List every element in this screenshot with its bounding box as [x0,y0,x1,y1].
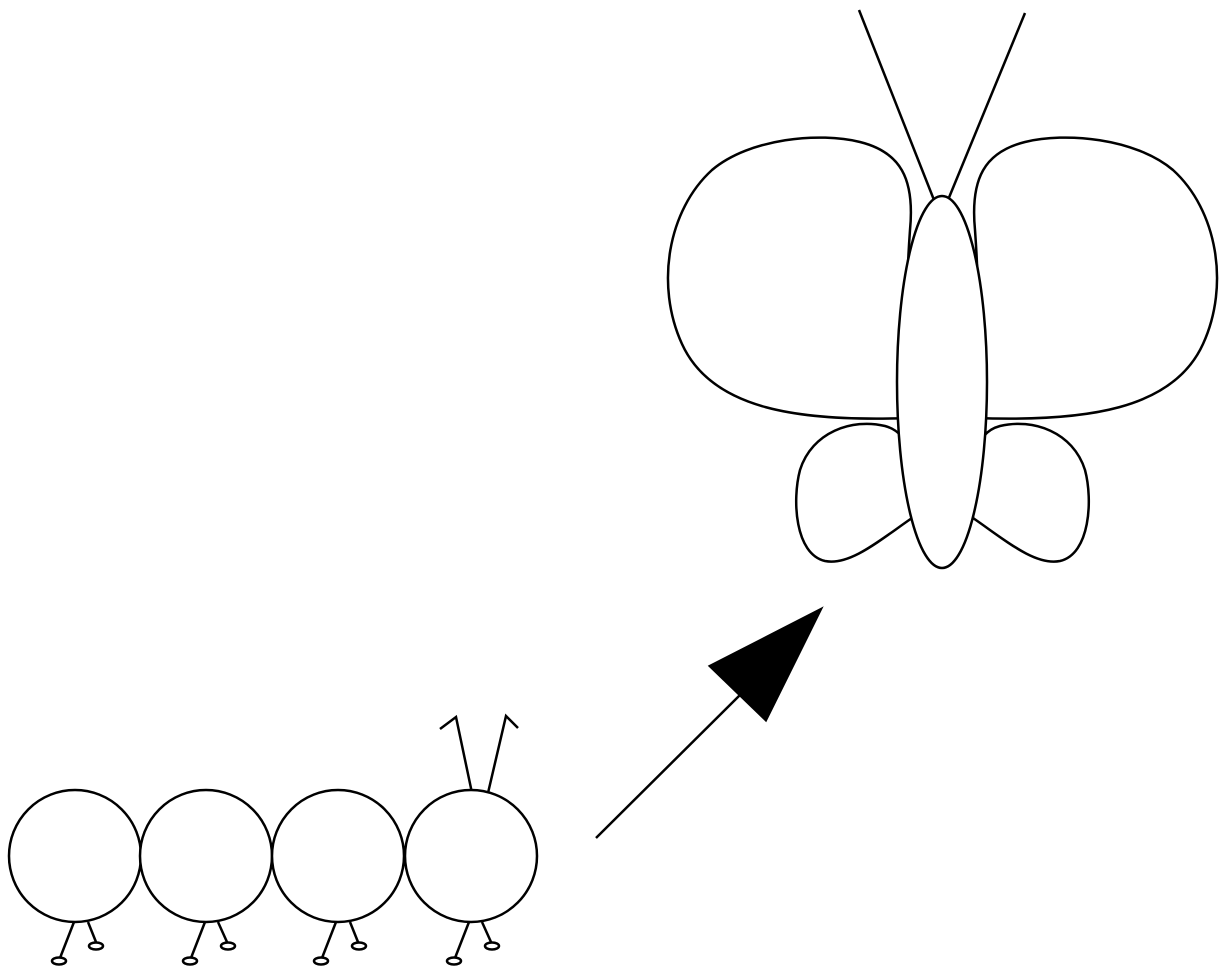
transformation-arrow [595,606,824,839]
caterpillar-leg-pair [312,921,368,966]
caterpillar-leg-pair [181,921,237,966]
caterpillar-legs [50,921,501,966]
caterpillar-segment [138,788,274,924]
butterfly-upper-right-wing [972,136,1219,420]
caterpillar-segment [7,788,143,924]
caterpillar-leg-pair [445,921,501,966]
butterfly [666,9,1219,570]
caterpillar-head [403,788,539,924]
butterfly-lower-right-wing [971,422,1091,563]
butterfly-upper-left-wing [666,136,913,420]
caterpillar [7,713,539,966]
butterfly-body [895,194,989,570]
arrow-shaft [595,692,743,839]
caterpillar-segment [270,788,406,924]
butterfly-antennae [857,9,1027,201]
caterpillar-antennae [439,713,519,794]
butterfly-lower-left-wing [794,422,914,563]
caterpillar-leg-pair [50,921,105,966]
arrow-head [707,606,824,723]
